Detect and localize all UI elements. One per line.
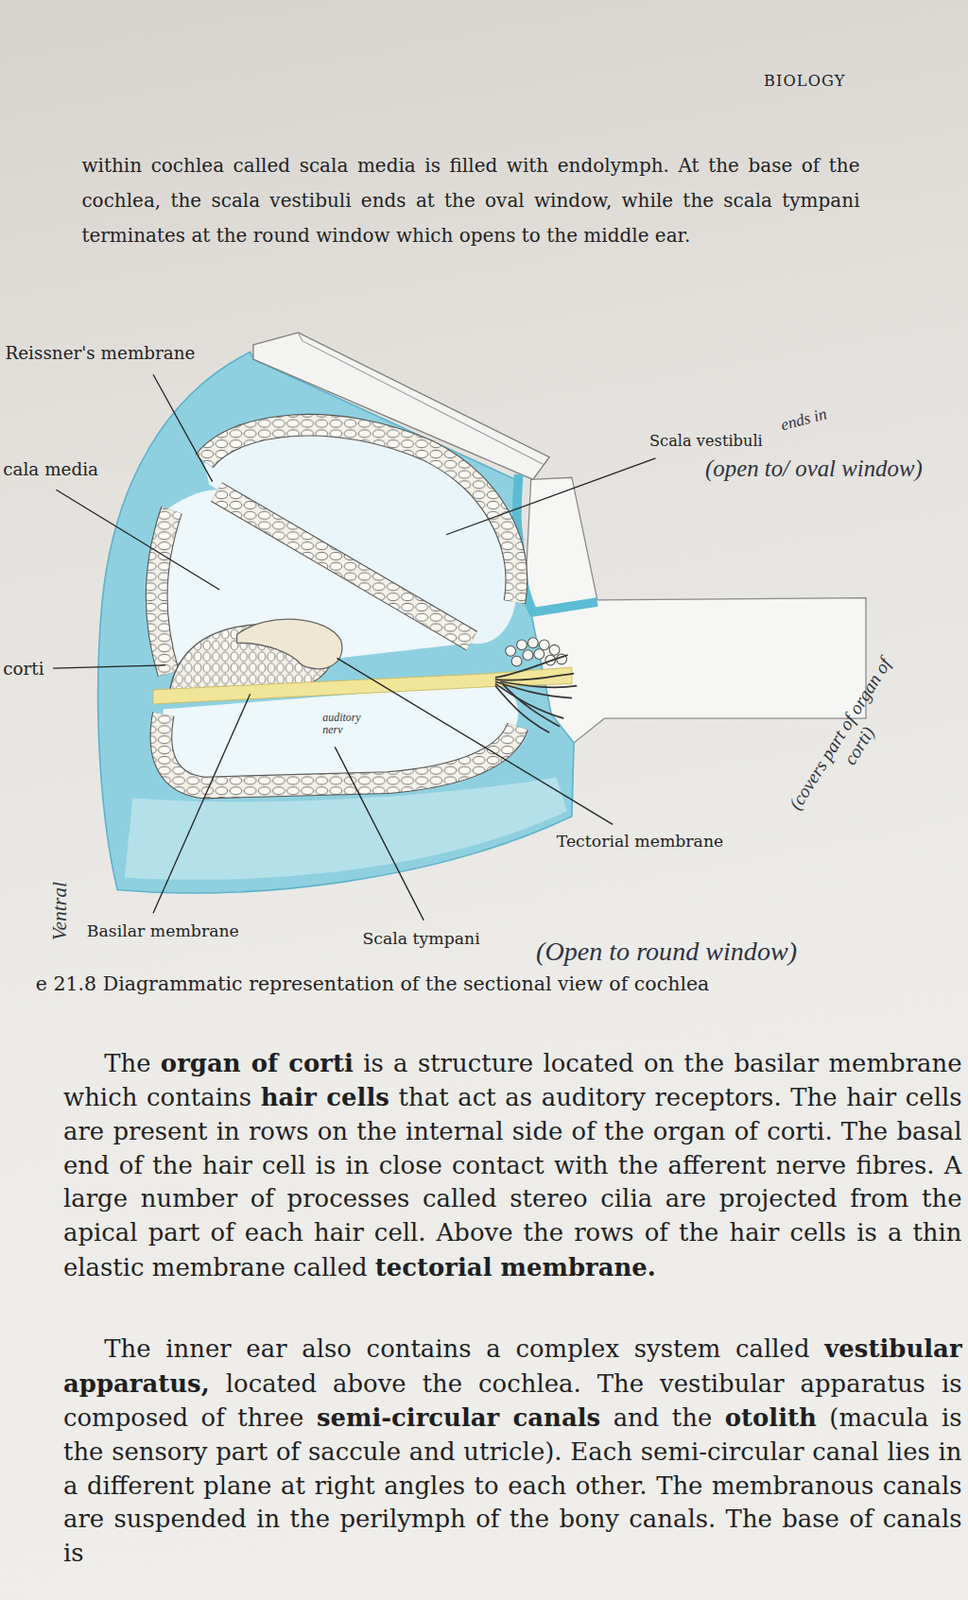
part-label: cala media bbox=[2, 459, 99, 481]
handwritten-note: (open to/ oval window) bbox=[696, 455, 932, 484]
part-label: corti bbox=[2, 657, 44, 679]
part-label: Reissner's membrane bbox=[4, 343, 195, 364]
bold-term: otolith bbox=[725, 1403, 817, 1434]
part-label: Basilar membrane bbox=[86, 921, 240, 942]
bold-term: semi-circular canals bbox=[316, 1403, 601, 1434]
leader-line bbox=[55, 489, 220, 590]
leader-line bbox=[446, 458, 656, 536]
part-label: Scala vestibuli bbox=[649, 432, 763, 450]
handwritten-note: auditory nerv bbox=[322, 711, 380, 737]
body-paragraph: The organ of corti is a structure locate… bbox=[63, 1046, 963, 1286]
body-paragraph: The inner ear also contains a complex sy… bbox=[63, 1331, 963, 1572]
bold-term: organ of corti bbox=[160, 1048, 354, 1078]
leader-line bbox=[153, 374, 213, 482]
leader-line bbox=[336, 657, 613, 825]
part-label: Scala tympani bbox=[362, 929, 480, 950]
body-text: The bbox=[103, 1049, 151, 1078]
leader-line bbox=[153, 693, 251, 914]
intro-paragraph: within cochlea called scala media is fil… bbox=[81, 149, 860, 254]
body-text: The inner ear also contains a complex sy… bbox=[103, 1334, 810, 1364]
body-text: that act as auditory receptors. The hair… bbox=[63, 1084, 963, 1282]
bold-term: tectorial membrane. bbox=[375, 1252, 657, 1282]
running-header: BIOLOGY bbox=[763, 71, 847, 90]
handwritten-note: Ventral bbox=[47, 881, 71, 941]
leader-line bbox=[334, 746, 424, 921]
leader-line bbox=[52, 665, 166, 669]
part-label: Tectorial membrane bbox=[556, 831, 725, 852]
figure-caption: e 21.8 Diagrammatic representation of th… bbox=[35, 972, 710, 996]
handwritten-note: (Open to round window) bbox=[535, 936, 797, 968]
body-text: and the bbox=[613, 1404, 713, 1434]
handwritten-note: ends in bbox=[778, 404, 830, 435]
bold-term: hair cells bbox=[260, 1083, 390, 1113]
